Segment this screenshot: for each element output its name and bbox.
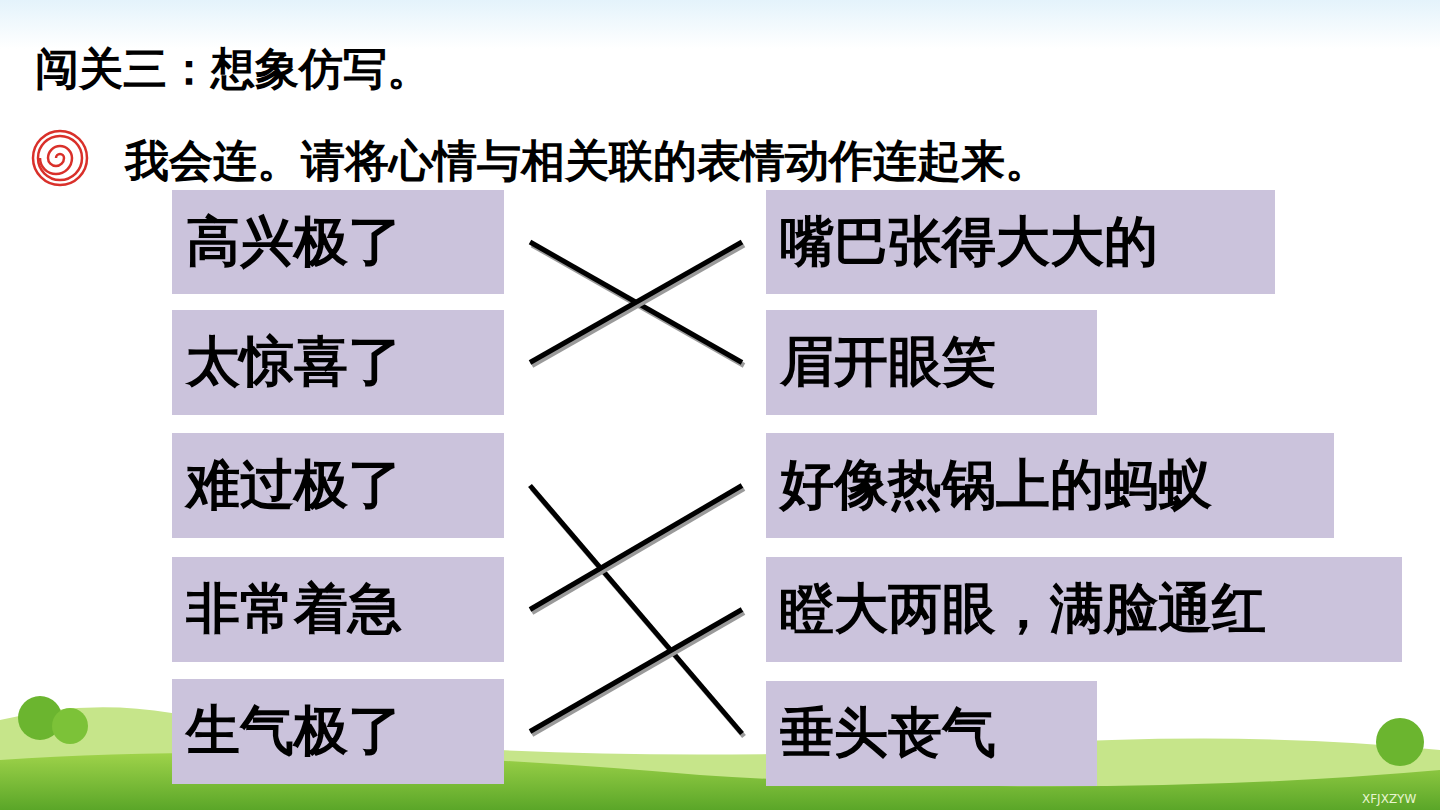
bush [1376,718,1424,766]
box-text: 生气极了 [186,695,402,768]
line-stroke [530,486,742,734]
expression-box: 好像热锅上的蚂蚁 [766,433,1334,538]
mood-box: 太惊喜了 [172,310,504,415]
match-line [530,242,744,366]
line-stroke [530,610,742,732]
box-text: 好像热锅上的蚂蚁 [780,449,1212,522]
line-stroke [530,486,742,610]
slide-title: 闯关三：想象仿写。 [35,40,431,99]
match-line [530,242,744,366]
box-text: 眉开眼笑 [780,326,996,399]
line-stroke [530,242,742,363]
mood-box: 难过极了 [172,433,504,538]
box-text: 非常着急 [186,573,402,646]
match-line [530,486,744,737]
expression-box: 眉开眼笑 [766,310,1097,415]
box-text: 难过极了 [186,449,402,522]
expression-box: 嘴巴张得大大的 [766,190,1275,294]
mood-box: 生气极了 [172,679,504,784]
match-line [530,486,744,613]
line-shadow [532,489,744,613]
bush [52,708,88,744]
spiral-icon [33,131,87,185]
expression-box: 垂头丧气 [766,681,1097,786]
box-text: 垂头丧气 [780,697,996,770]
line-shadow [532,613,744,735]
mood-box: 非常着急 [172,557,504,662]
box-text: 嘴巴张得大大的 [780,206,1158,279]
instruction-text: 我会连。请将心情与相关联的表情动作连起来。 [125,132,1049,191]
mood-box: 高兴极了 [172,190,504,294]
watermark: XFJXZYW [1362,792,1416,806]
box-text: 瞪大两眼，满脸通红 [780,573,1266,646]
match-line [530,610,744,735]
line-shadow [532,245,744,366]
box-text: 高兴极了 [186,206,402,279]
expression-box: 瞪大两眼，满脸通红 [766,557,1402,662]
box-text: 太惊喜了 [186,326,402,399]
line-stroke [530,242,742,363]
